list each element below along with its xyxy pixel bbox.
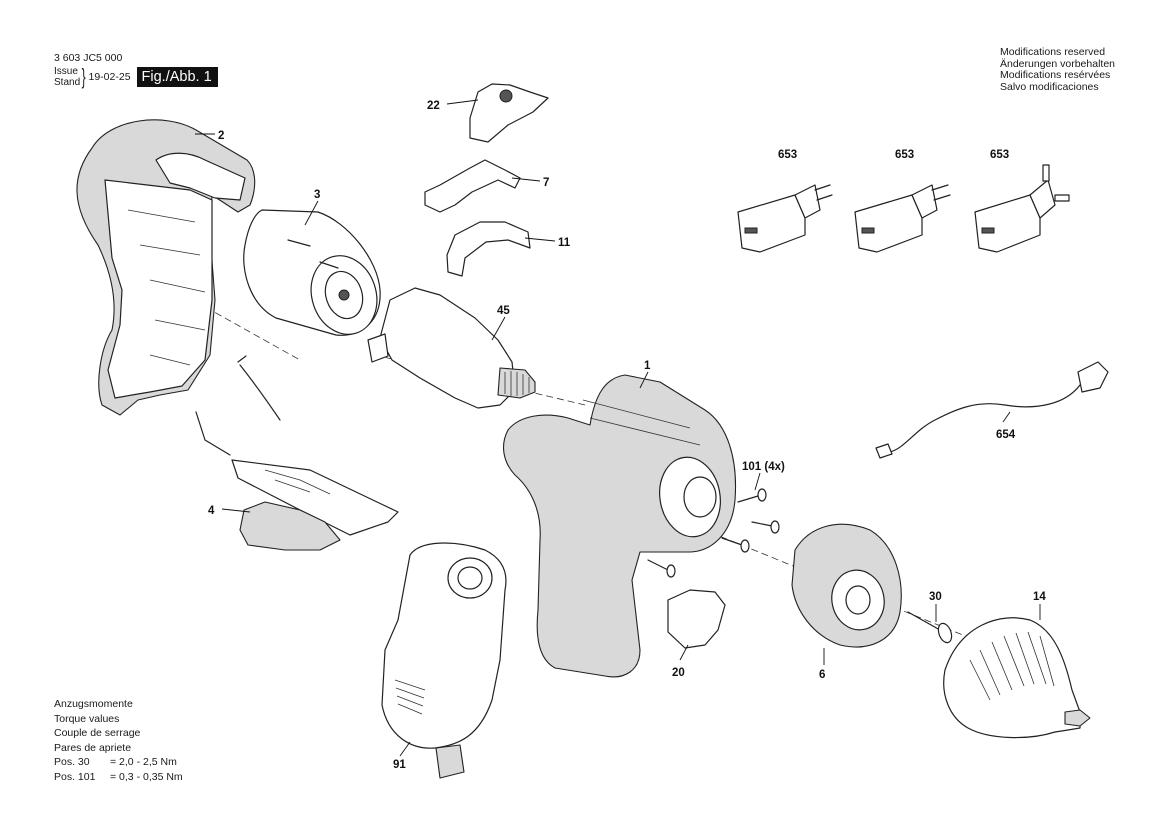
torque-heading: Torque values [54, 712, 120, 725]
part-45-gearbox [367, 287, 536, 409]
callout-653-b: 653 [895, 149, 914, 161]
callout-3: 3 [314, 189, 320, 201]
callout-91: 91 [393, 759, 406, 771]
callout-654: 654 [996, 429, 1016, 441]
torque-heading: Pares de apriete [54, 741, 132, 754]
part-20-clip [667, 589, 726, 649]
callout-11: 11 [558, 237, 571, 249]
callout-653-c: 653 [990, 149, 1009, 161]
torque-value: = 0,3 - 0,35 Nm [110, 770, 183, 783]
torque-values-block: Anzugsmomente Torque values Couple de se… [54, 697, 183, 785]
screw-101-a [737, 488, 767, 503]
part-4-circuit-board [195, 355, 399, 551]
part-6-front-cap [791, 523, 902, 648]
document-number: 3 603 JC5 000 [54, 52, 123, 64]
callout-7: 7 [543, 177, 549, 189]
part-11-switch-cap [446, 221, 531, 277]
callout-101: 101 (4x) [742, 461, 785, 473]
torque-row: Pos. 30 = 2,0 - 2,5 Nm [54, 755, 183, 770]
torque-position: Pos. 101 [54, 770, 96, 783]
figure-label: Fig./Abb. 1 [136, 67, 218, 87]
callout-1: 1 [644, 360, 651, 372]
torque-position: Pos. 30 [54, 756, 90, 769]
part-7-switch-slider [424, 159, 521, 213]
issue-labels: Issue Stand [54, 66, 80, 88]
part-22-cover-plate [469, 83, 549, 143]
callout-4: 4 [208, 505, 215, 517]
callout-14: 14 [1033, 591, 1046, 603]
notice-line: Modifications reserved [1000, 46, 1106, 58]
callout-6: 6 [819, 669, 825, 681]
part-653-charger-plug-b [854, 184, 951, 253]
part-3-motor [243, 209, 381, 336]
callout-22: 22 [427, 100, 440, 112]
part-1-housing [502, 374, 737, 678]
part-101-screws [647, 488, 780, 578]
callout-653-a: 653 [778, 149, 797, 161]
torque-heading: Couple de serrage [54, 727, 141, 740]
callout-2: 2 [218, 130, 224, 142]
part-653-charger-plug-c [974, 164, 1070, 253]
modifications-notice: Modifications reserved Änderungen vorbeh… [1000, 46, 1118, 93]
notice-line: Modifications resérvées [1000, 69, 1111, 81]
notice-line: Änderungen vorbehalten [1000, 57, 1116, 70]
callout-numbers: 22 2 7 11 3 653 653 653 45 1 654 101 (4x… [208, 100, 1046, 771]
issue-block: Issue Stand } 19-02-25 Fig./Abb. 1 [54, 66, 218, 88]
leader-lines [195, 99, 1041, 757]
part-14-chuck [943, 617, 1091, 739]
stand-label: Stand [54, 77, 81, 88]
screw-101-c [721, 537, 750, 553]
part-653-charger-plug-a [737, 184, 833, 253]
brace-icon: } [81, 64, 86, 89]
part-654-usb-cable [875, 361, 1109, 459]
screw-101-d [647, 559, 676, 578]
issue-date: 19-02-25 [88, 71, 131, 83]
part-91-battery-pack [381, 542, 507, 779]
torque-heading: Anzugsmomente [54, 698, 133, 710]
part-2-housing-half [76, 119, 256, 416]
callout-30: 30 [929, 591, 942, 603]
callout-45: 45 [497, 305, 510, 317]
issue-label: Issue [54, 66, 78, 77]
callout-20: 20 [672, 667, 685, 679]
part-30-screw [907, 611, 953, 644]
axis-line-housing [147, 274, 301, 361]
notice-line: Salvo modificaciones [1000, 80, 1099, 93]
torque-row: Pos. 101 = 0,3 - 0,35 Nm [54, 770, 183, 785]
torque-value: = 2,0 - 2,5 Nm [110, 756, 177, 769]
screw-101-b [751, 520, 780, 534]
